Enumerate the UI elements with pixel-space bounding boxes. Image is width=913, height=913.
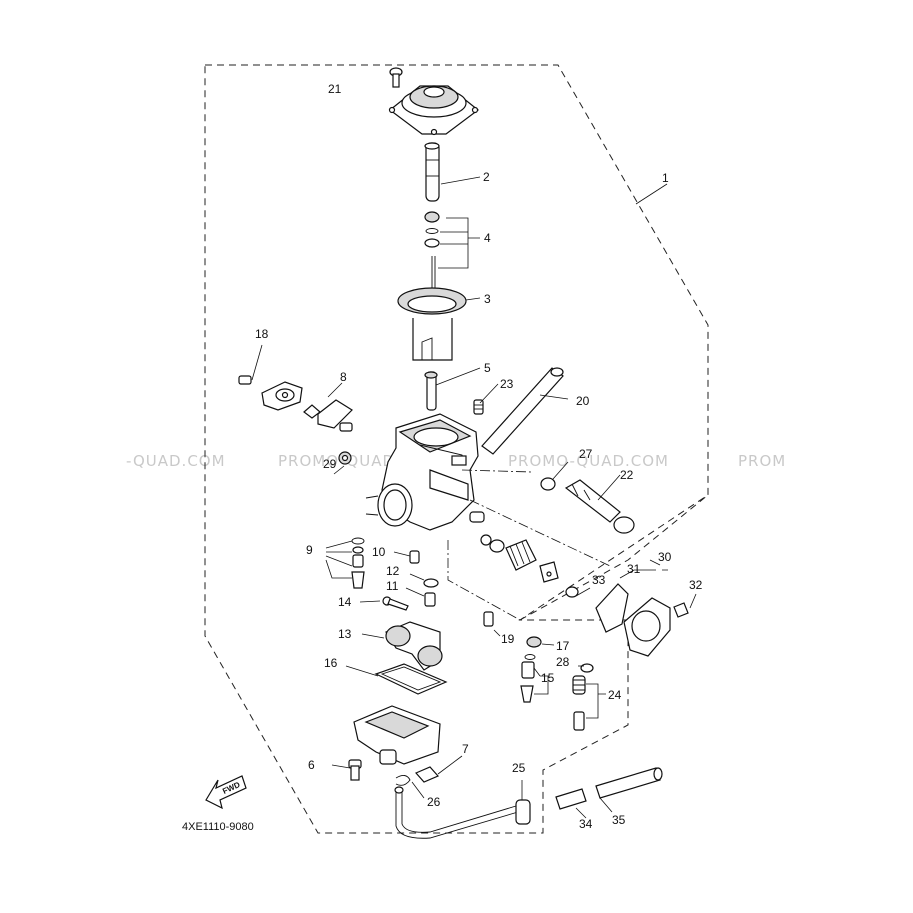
callout-9: 9 [306, 543, 313, 557]
callout-23: 23 [500, 377, 514, 391]
screw-6 [348, 759, 362, 781]
callout-17: 17 [556, 639, 570, 653]
gasket-16 [374, 663, 448, 695]
callout-32: 32 [689, 578, 703, 592]
float-bowl [353, 705, 441, 765]
cover-18 [238, 375, 303, 411]
parts-layer [238, 67, 689, 839]
oring-28 [580, 663, 594, 673]
callout-4: 4 [484, 231, 491, 245]
callout-8: 8 [340, 370, 347, 384]
callout-14: 14 [338, 595, 352, 609]
jet-15 [520, 654, 536, 703]
hose [394, 786, 519, 839]
top-cover [388, 85, 479, 136]
callout-21: 21 [328, 82, 342, 96]
watermark-4: PROM [738, 452, 786, 470]
jet-11 [424, 592, 436, 607]
needle-set-4 [424, 211, 440, 292]
callout-5: 5 [484, 361, 491, 375]
forward-arrow-icon: FWD [205, 775, 247, 810]
carburetor-body [365, 413, 485, 531]
callout-10: 10 [372, 545, 386, 559]
callout-22: 22 [620, 468, 634, 482]
callout-16: 16 [324, 656, 338, 670]
callout-1: 1 [662, 171, 669, 185]
leader-lines [251, 176, 697, 819]
oring-27 [540, 477, 556, 491]
screw-7 [414, 766, 440, 783]
callout-25: 25 [512, 761, 526, 775]
cap-17 [526, 636, 542, 648]
callout-11: 11 [386, 579, 399, 593]
callout-24: 24 [608, 688, 622, 702]
callout-6: 6 [308, 758, 315, 772]
callout-34: 34 [579, 817, 593, 831]
tube-35 [595, 767, 663, 799]
fitting-25 [515, 799, 531, 825]
callout-7: 7 [462, 742, 469, 756]
callout-18: 18 [255, 327, 269, 341]
float-13 [385, 621, 443, 671]
watermark-3: PROMO-QUAD.COM [508, 452, 669, 470]
needle-jet-5 [424, 371, 438, 411]
screw-23 [473, 399, 484, 415]
washer-12 [423, 578, 439, 588]
callout-29: 29 [323, 457, 337, 471]
screw-14 [382, 596, 409, 611]
callout-labels: 1 2 3 4 5 6 7 8 9 10 11 12 13 14 15 16 1… [255, 82, 703, 831]
screw-21 [389, 67, 403, 88]
oring-29 [338, 451, 352, 465]
assembly-axis [447, 469, 611, 621]
callout-3: 3 [484, 292, 491, 306]
assembly-boundary [204, 64, 709, 834]
shaft-22 [564, 479, 635, 534]
clip-26 [395, 775, 411, 786]
callout-20: 20 [576, 394, 590, 408]
callout-31: 31 [627, 562, 641, 576]
diagram-code: 4XE1110-9080 [182, 821, 254, 833]
callout-13: 13 [338, 627, 352, 641]
tube-20 [481, 367, 564, 455]
plunger-8 [303, 399, 353, 432]
watermark-1: -QUAD.COM [126, 452, 226, 470]
callout-15: 15 [541, 671, 555, 685]
screw-32 [673, 602, 689, 618]
jet-10 [409, 550, 420, 564]
connector-34 [555, 788, 587, 810]
pilot-screw-9 [351, 537, 365, 589]
screw-24 [572, 675, 586, 731]
piston-valve-3 [397, 287, 467, 361]
cover-30 [623, 597, 671, 657]
callout-27: 27 [579, 447, 593, 461]
spring-2 [424, 142, 440, 202]
callout-33: 33 [592, 573, 606, 587]
gasket-31 [595, 583, 629, 633]
callout-2: 2 [483, 170, 490, 184]
callout-19: 19 [501, 632, 515, 646]
jet-assembly [480, 534, 579, 598]
callout-28: 28 [556, 655, 570, 669]
inner-boundary [519, 494, 709, 621]
callout-30: 30 [658, 550, 672, 564]
screw-19 [483, 611, 494, 627]
callout-35: 35 [612, 813, 626, 827]
callout-26: 26 [427, 795, 441, 809]
callout-12: 12 [386, 564, 400, 578]
